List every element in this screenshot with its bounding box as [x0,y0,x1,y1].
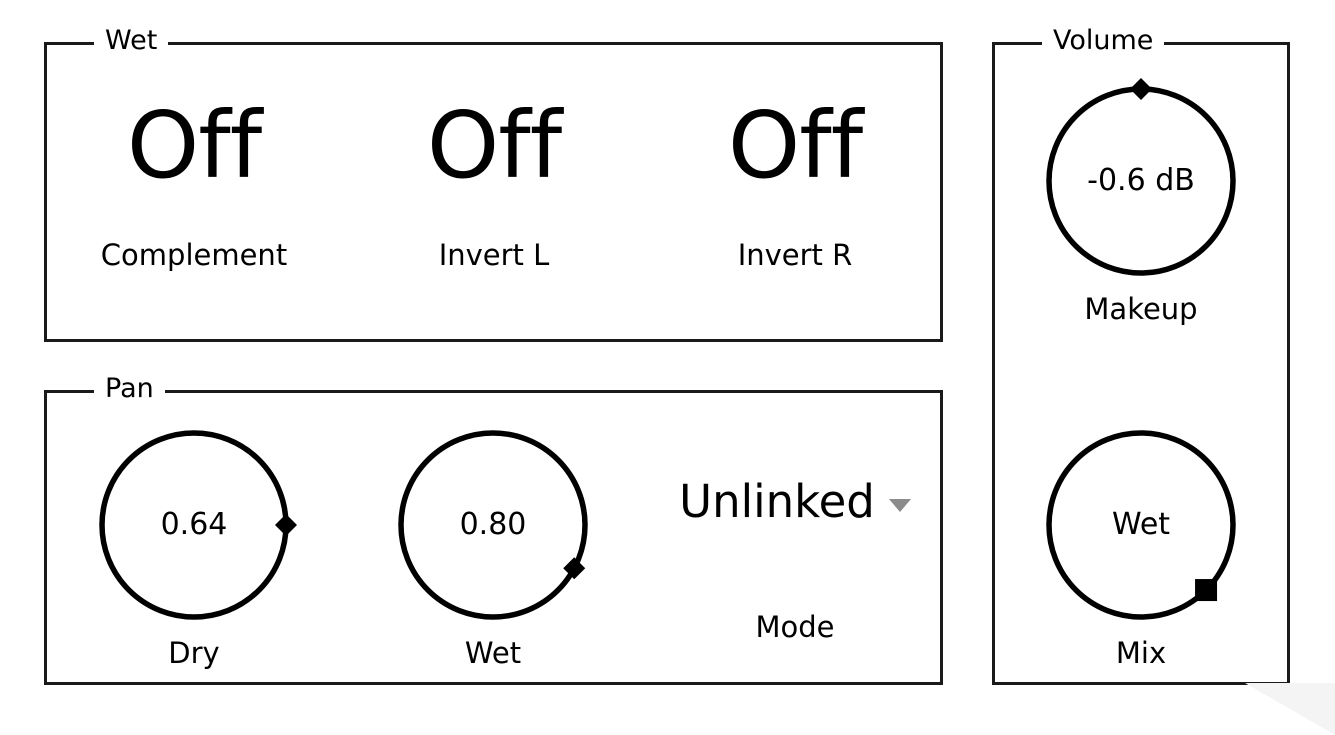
toggle-invert-r[interactable]: Off Invert R [645,92,945,273]
toggle-complement[interactable]: Off Complement [44,92,344,273]
group-legend-volume: Volume [1042,25,1165,57]
knob-pan-dry-label: Dry [168,636,220,670]
resize-grip[interactable] [1245,683,1335,735]
toggle-invert-r-value[interactable]: Off [727,92,863,199]
knob-mix[interactable]: Wet Mix [1044,428,1238,670]
group-legend-pan: Pan [94,373,165,405]
knob-mix-dial[interactable]: Wet [1044,428,1238,622]
knob-pan-wet-dial[interactable]: 0.80 [396,428,590,622]
group-box-pan: Pan [44,373,943,685]
knob-makeup-label: Makeup [1084,292,1198,326]
toggle-invert-r-label: Invert R [737,238,853,272]
group-box-volume: Volume [992,25,1290,685]
knob-pan-wet[interactable]: 0.80 Wet [396,428,590,670]
knob-pan-wet-label: Wet [464,636,522,670]
group-box-wet: Wet [44,25,943,342]
toggle-complement-label: Complement [100,238,288,272]
chevron-down-icon[interactable] [888,498,911,512]
knob-pan-dry-dial[interactable]: 0.64 [97,428,297,622]
mode-dropdown-value[interactable]: Unlinked [679,475,875,528]
knob-pan-dry[interactable]: 0.64 Dry [97,428,297,670]
knob-makeup[interactable]: -0.6 dB Makeup [1044,78,1238,326]
mode-dropdown-row[interactable]: Unlinked [645,470,945,534]
group-legend-wet: Wet [94,25,169,57]
toggle-invert-l-value[interactable]: Off [426,92,562,199]
toggle-invert-l-label: Invert L [438,238,550,272]
mode-dropdown-label: Mode [755,610,835,644]
mode-dropdown[interactable]: Unlinked Mode [645,470,945,644]
knob-makeup-dial[interactable]: -0.6 dB [1044,78,1238,278]
toggle-invert-l[interactable]: Off Invert L [344,92,644,273]
knob-mix-label: Mix [1115,636,1167,670]
toggle-complement-value[interactable]: Off [126,92,262,199]
